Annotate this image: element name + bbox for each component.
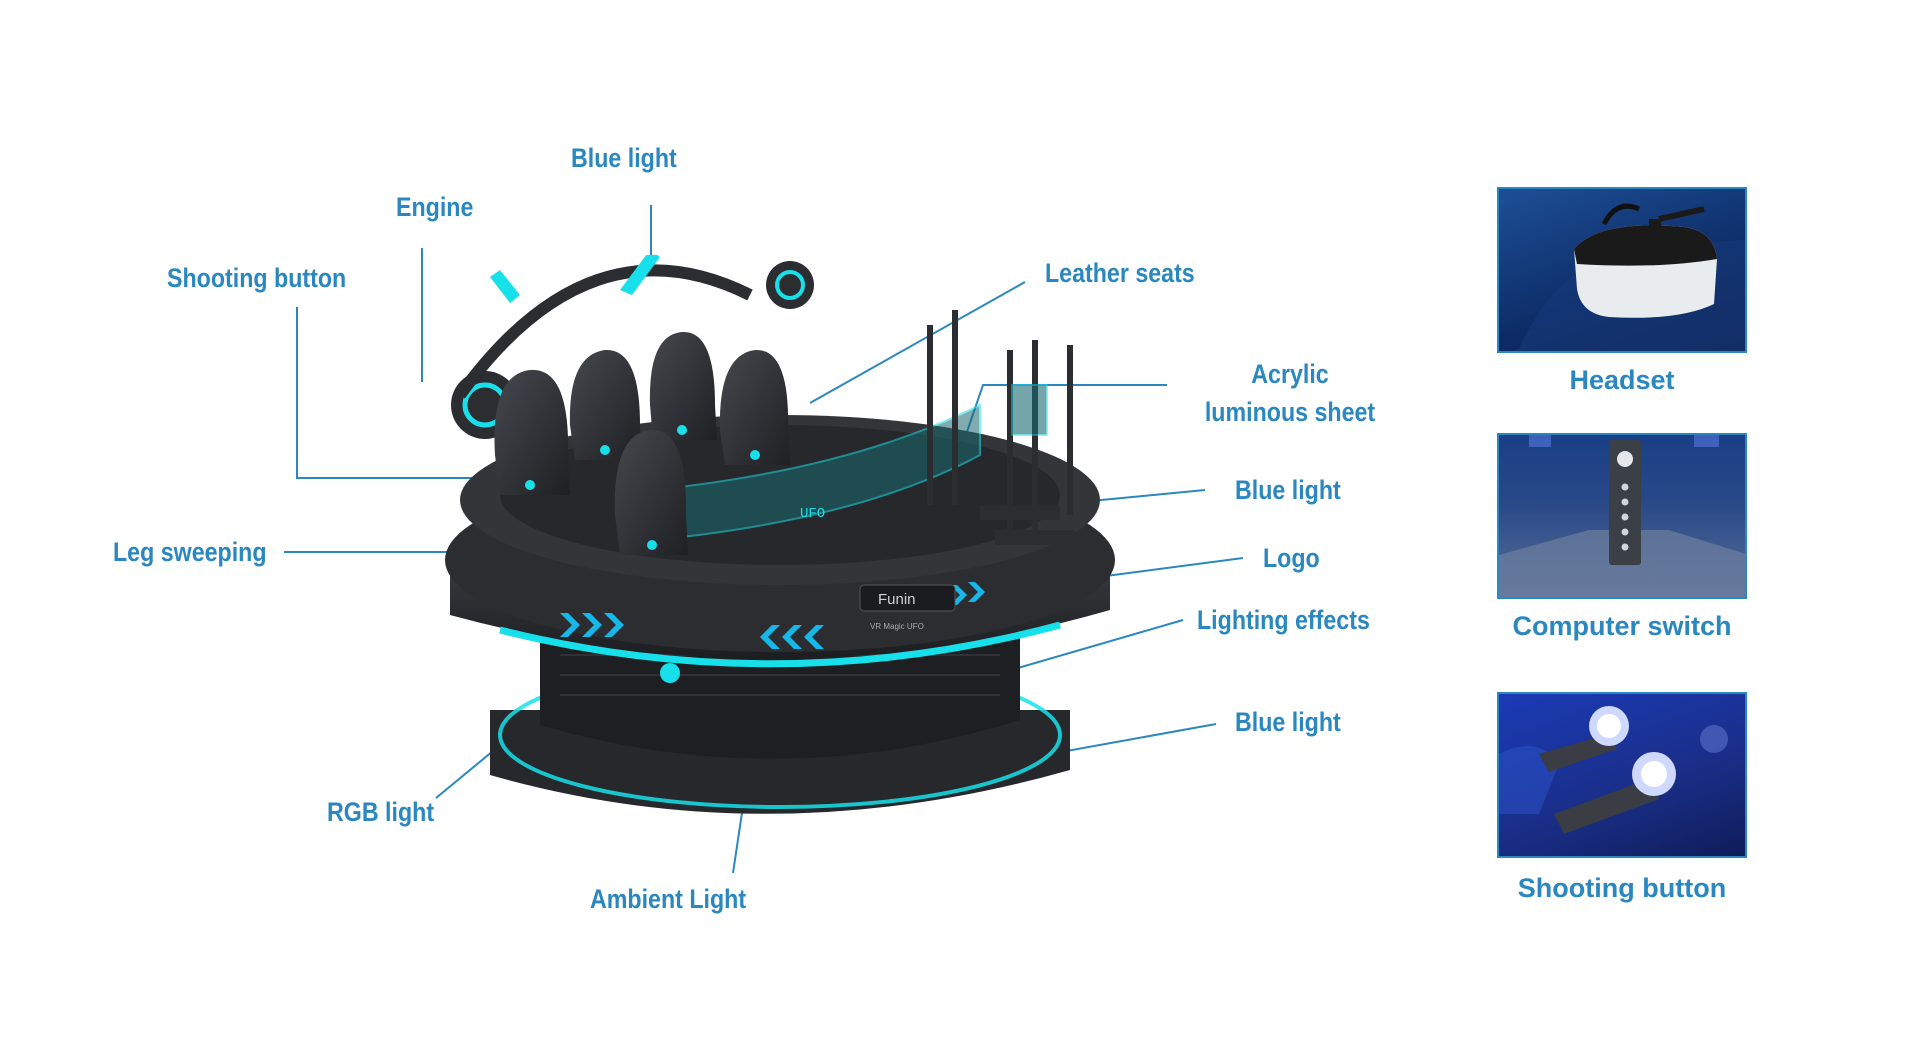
rgb-light-strip <box>499 621 1061 668</box>
chevron-lights-center <box>760 625 824 649</box>
chevron-lights-left <box>560 613 624 637</box>
label-engine: Engine <box>396 192 474 222</box>
label-blue-light-bottom: Blue light <box>1235 707 1341 737</box>
stair-sign-blue-light <box>1011 384 1048 436</box>
headset-image <box>1512 203 1745 351</box>
panel-shooting-button <box>1497 692 1747 858</box>
ambient-light-dot <box>660 663 680 683</box>
label-lighting-effects: Lighting effects <box>1197 605 1370 635</box>
panel-computer-switch <box>1497 433 1747 599</box>
top-arch <box>455 264 753 399</box>
vr-ufo-machine: Funin VR Magic UFO UFO <box>445 255 1115 814</box>
shooting-button-light-5 <box>647 540 657 550</box>
seat-4 <box>719 349 790 465</box>
computer-switch-image <box>1499 435 1745 597</box>
leader-leather-seats <box>809 281 1026 404</box>
label-leather-seats: Leather seats <box>1045 258 1195 288</box>
label-ambient-light: Ambient Light <box>590 884 747 914</box>
trigger-grip-1 <box>1539 734 1617 772</box>
seat-5 <box>614 429 688 555</box>
panel-headset <box>1497 187 1747 353</box>
shooting-button-light-4 <box>750 450 760 460</box>
caption-shooting-button: Shooting button <box>1517 873 1727 903</box>
shooting-button-light-2 <box>600 445 610 455</box>
seat-3 <box>649 331 717 440</box>
brand-logo-text: Funin <box>878 591 916 608</box>
caption-computer-switch: Computer switch <box>1512 611 1732 641</box>
caption-headset: Headset <box>1569 365 1675 395</box>
stair-rail-left <box>927 310 958 505</box>
acrylic-luminous-sheet <box>619 403 981 545</box>
label-logo: Logo <box>1263 543 1320 573</box>
shooting-button-light-1 <box>525 480 535 490</box>
leader-shooting-button <box>296 307 530 479</box>
stair-steps <box>980 505 1075 545</box>
pedestal <box>540 635 1020 759</box>
label-leg-sweeping: Leg sweeping <box>113 537 267 567</box>
acrylic-sheet-text: UFO <box>800 506 825 522</box>
trigger-grip-2 <box>1554 779 1659 834</box>
label-acrylic-line2: luminous sheet <box>1204 397 1376 427</box>
blue-light-antenna-left <box>490 270 520 303</box>
model-plate-text: VR Magic UFO <box>870 622 924 631</box>
label-rgb-light: RGB light <box>327 797 435 827</box>
label-blue-light-right: Blue light <box>1235 475 1341 505</box>
seat-1 <box>494 369 570 495</box>
seat-2 <box>569 349 642 460</box>
label-blue-light-top: Blue light <box>571 143 677 173</box>
label-shooting-button: Shooting button <box>167 263 347 293</box>
logo-plate <box>859 584 956 612</box>
label-acrylic-line1: Acrylic <box>1251 359 1329 389</box>
chevron-lights-right <box>950 582 985 605</box>
blue-light-antenna-right <box>620 255 660 295</box>
shooting-button-light-3 <box>677 425 687 435</box>
engine-right <box>766 261 814 309</box>
shooting-button-image <box>1499 706 1728 834</box>
